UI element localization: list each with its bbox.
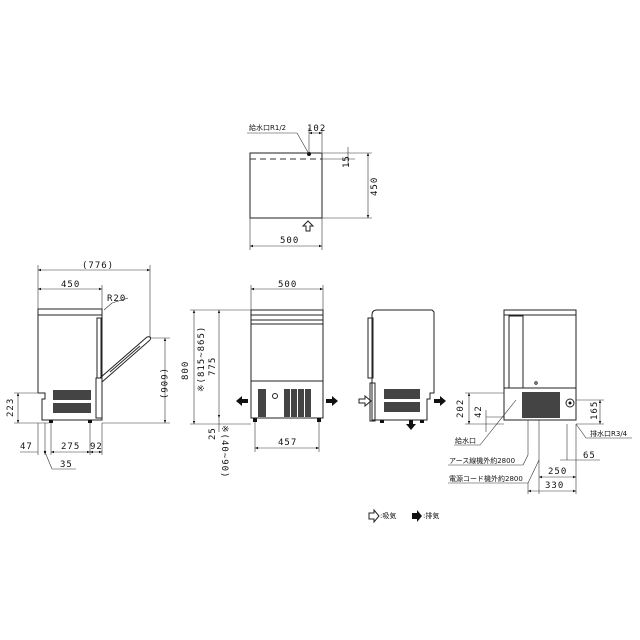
side-dim-275: 275: [61, 442, 81, 452]
rear-dim-65: 65: [583, 451, 596, 461]
front-dim-457: 457: [278, 438, 298, 448]
top-view: [247, 128, 372, 250]
rear-view: [448, 309, 632, 494]
side-dim-35: 35: [60, 460, 73, 470]
front-dim-815-865: ※(815~865): [197, 325, 207, 392]
top-dim-500: 500: [280, 236, 300, 246]
side-dim-92: 92: [90, 442, 103, 452]
legend-intake-label: :吸気: [380, 512, 397, 520]
top-dim-450: 450: [370, 176, 380, 196]
side-dim-606: (606): [158, 368, 168, 401]
top-dim-15: 15: [342, 155, 352, 168]
front-view: [190, 285, 338, 452]
front-dim-775: 775: [208, 356, 218, 376]
rear-dim-42: 42: [474, 405, 484, 418]
rear-dim-202: 202: [456, 398, 466, 418]
side-dim-450: 450: [61, 280, 81, 290]
rear-earth-wire-label: アース線機外約2800: [449, 457, 516, 465]
front-dim-40-90: ※(40~90): [219, 425, 229, 479]
front-dim-25: 25: [208, 427, 218, 440]
side-dim-223: 223: [6, 397, 16, 417]
top-dim-102: 102: [307, 124, 327, 134]
side-dim-r20: R20: [107, 294, 127, 304]
side-dim-47: 47: [20, 442, 33, 452]
rear-power-cord-label: 電源コード機外約2800: [449, 475, 523, 483]
rear-dim-165: 165: [590, 400, 600, 420]
rear-drain-label: 排水口R3/4: [590, 430, 628, 438]
rear-dim-330: 330: [545, 481, 565, 491]
top-water-inlet-label: 給水口R1/2: [249, 124, 287, 132]
rear-dim-250: 250: [548, 467, 568, 477]
rear-water-inlet-label: 給水口: [455, 437, 476, 445]
side-view-right: [358, 309, 446, 430]
legend-exhaust-label: :排気: [423, 512, 440, 520]
side-dim-776: (776): [82, 261, 115, 271]
front-dim-800: 800: [181, 360, 191, 380]
side-view: [14, 265, 170, 470]
front-dim-500: 500: [278, 280, 298, 290]
airflow-legend: [368, 508, 422, 524]
